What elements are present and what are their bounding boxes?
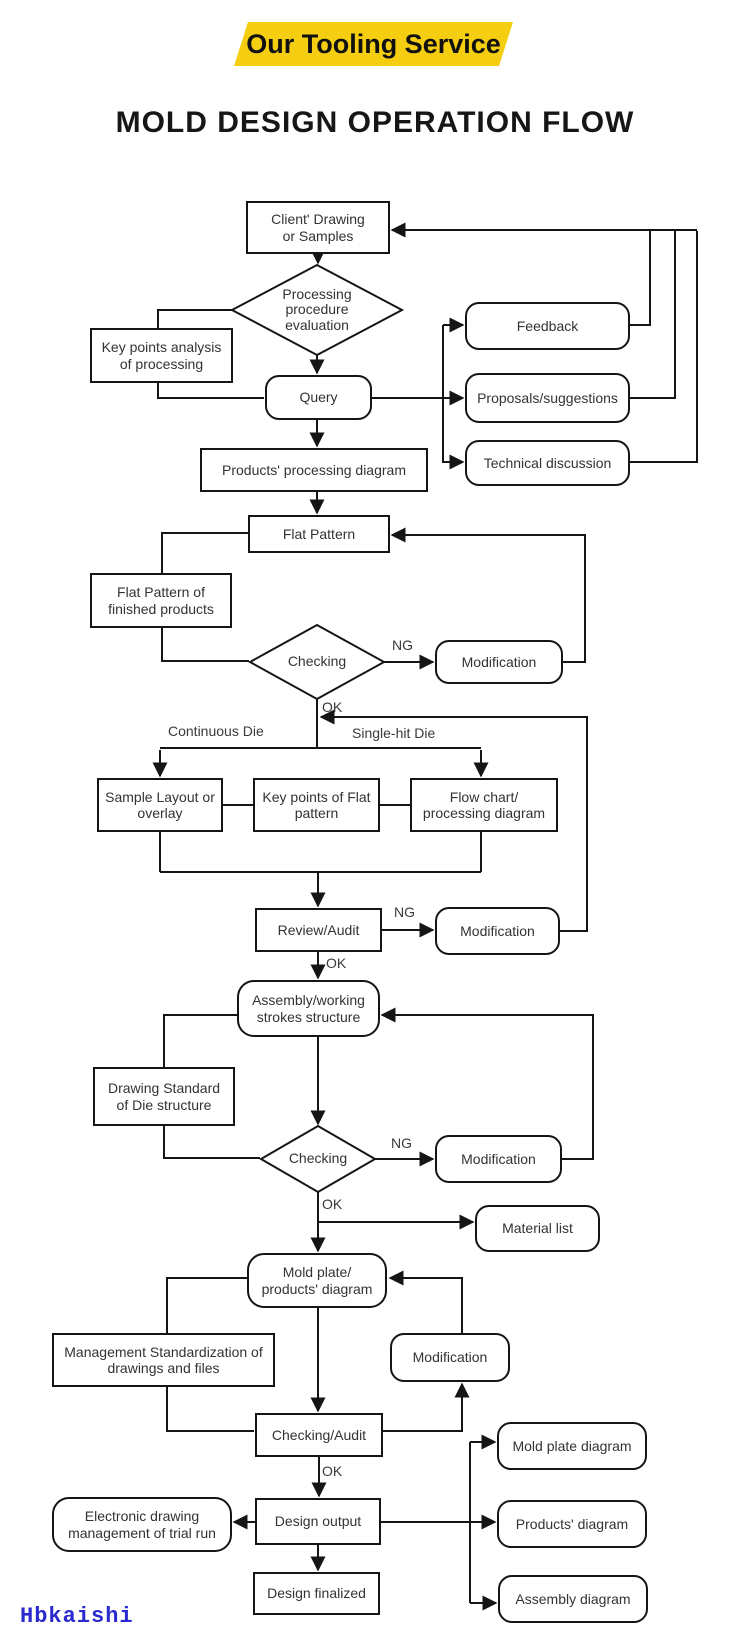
decision-processing-evaluation-label: Processing procedure evaluation [282, 285, 352, 333]
node-design-finalized: Design finalized [253, 1572, 380, 1615]
node-drawing-standard: Drawing Standard of Die structure [93, 1067, 235, 1126]
node-review-audit: Review/Audit [255, 908, 382, 952]
node-key-points-flat-pattern: Key points of Flat pattern [253, 778, 380, 832]
node-modification-2: Modification [435, 907, 560, 955]
node-client-drawing: Client' Drawing or Samples [246, 201, 390, 254]
banner-badge: Our Tooling Service [234, 22, 513, 66]
edge-label-ok-3: OK [322, 1196, 343, 1212]
decision-checking-1-label: Checking [287, 653, 347, 670]
edge-label-single-hit-die: Single-hit Die [352, 725, 436, 741]
node-feedback: Feedback [465, 302, 630, 350]
node-checking-audit: Checking/Audit [255, 1413, 383, 1457]
node-design-output: Design output [255, 1498, 381, 1545]
banner-badge-label: Our Tooling Service [246, 28, 501, 59]
node-flat-pattern: Flat Pattern [248, 515, 390, 553]
edge-label-ok-1: OK [322, 699, 343, 715]
node-flat-pattern-finished: Flat Pattern of finished products [90, 573, 232, 628]
node-modification-1: Modification [435, 640, 563, 684]
node-mold-plate-products: Mold plate/ products' diagram [247, 1253, 387, 1308]
decision-diamonds [229, 263, 405, 1194]
node-technical-discussion: Technical discussion [465, 440, 630, 486]
decision-checking-2-shape [259, 1124, 377, 1194]
node-query: Query [265, 375, 372, 420]
node-management-standardization: Management Standardization of drawings a… [52, 1333, 275, 1387]
node-assembly-diagram: Assembly diagram [498, 1575, 648, 1623]
edge-label-ok-4: OK [322, 1463, 343, 1479]
node-sample-layout: Sample Layout or overlay [97, 778, 223, 832]
node-proposals-suggestions: Proposals/suggestions [465, 373, 630, 423]
edge-label-ng-2: NG [394, 904, 415, 920]
decision-checking-2-label: Checking [288, 1150, 348, 1167]
connector-lines [152, 222, 698, 1611]
node-electronic-drawing: Electronic drawing management of trial r… [52, 1497, 232, 1552]
watermark: Hbkaishi [20, 1604, 134, 1629]
decision-checking-1-shape [247, 623, 387, 701]
node-products-processing-diagram: Products' processing diagram [200, 448, 428, 492]
decision-processing-evaluation-shape [229, 263, 405, 357]
edge-label-ok-2: OK [326, 955, 347, 971]
page-title: MOLD DESIGN OPERATION FLOW [115, 106, 635, 139]
node-mold-plate-diagram: Mold plate diagram [497, 1422, 647, 1470]
node-flow-chart: Flow chart/ processing diagram [410, 778, 558, 832]
node-modification-3: Modification [435, 1135, 562, 1183]
node-assembly-structure: Assembly/working strokes structure [237, 980, 380, 1037]
node-key-points-analysis: Key points analysis of processing [90, 328, 233, 383]
edge-label-ng-1: NG [392, 637, 413, 653]
node-material-list: Material list [475, 1205, 600, 1252]
node-products-diagram: Products' diagram [497, 1500, 647, 1548]
edge-label-ng-3: NG [391, 1135, 412, 1151]
edge-label-continuous-die: Continuous Die [168, 723, 264, 739]
node-modification-4: Modification [390, 1333, 510, 1382]
